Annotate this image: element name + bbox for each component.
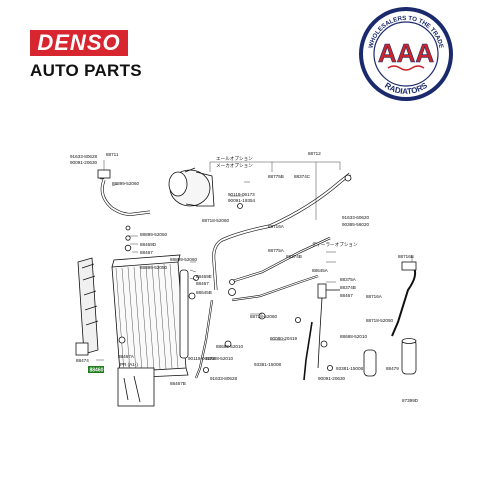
callout-88460: 88460 xyxy=(90,368,104,374)
callout-88645a: 88645A xyxy=(312,268,329,273)
denso-subtitle: AUTO PARTS xyxy=(30,61,142,80)
callout-90119-06173-b: 90119-06173 xyxy=(188,356,215,361)
callout-88718-52060: 88718-52060 xyxy=(202,218,230,223)
callout-88899-52050-b: 88899-52050 xyxy=(140,265,168,270)
callout-88775a: 88775A xyxy=(268,248,285,253)
fitting-88645b xyxy=(228,288,236,296)
callout-88718-52060-b: 88718-52060 xyxy=(250,314,278,319)
callout-88467b: 88467B xyxy=(170,381,186,386)
leader-lines xyxy=(96,160,413,361)
callout-91633-80628: 91633-80628 xyxy=(70,154,98,159)
rear-pipe-88716a xyxy=(303,321,313,381)
callout-90091-20630-b: 90091-20630 xyxy=(318,376,346,381)
cooler-pipe-88775a xyxy=(231,274,319,302)
aaa-radiators-logo: WHOLESALERS TO THE TRADE RADIATORS AAA xyxy=(359,7,453,101)
denso-logo: DENSO AUTO PARTS xyxy=(30,30,142,81)
callout-88469d: 88469D xyxy=(140,242,157,247)
callout-90119-06173: 90119-06173 xyxy=(228,192,255,197)
highlight-88460 xyxy=(88,366,104,373)
callout-88374c: 88374C xyxy=(294,174,311,179)
callout-88645b: 88645B xyxy=(196,290,212,295)
callout-88718-52050: 88718-52050 xyxy=(366,318,394,323)
compressor xyxy=(168,167,215,207)
callout-88467-c: 88467 xyxy=(340,293,353,298)
callout-88775b: 88775B xyxy=(268,174,284,179)
discharge-pipe-lower xyxy=(194,299,214,379)
callout-88375a: 88375A xyxy=(340,277,357,282)
callout-88467-a: 88467 xyxy=(140,250,153,255)
callout-88899-52050: 88899-52050 xyxy=(140,232,168,237)
callout-91633-80628-b: 91633-80628 xyxy=(210,376,238,381)
figure-code: 87399D xyxy=(402,398,419,403)
callout-88374b-2: 88374B xyxy=(340,285,356,290)
rear-hose-88716b xyxy=(391,267,417,337)
callout-90080-20419: 90080-20419 xyxy=(270,336,298,341)
callout-note-jp1: エールオプション xyxy=(216,156,253,162)
callout-88711: 88711 xyxy=(106,152,119,157)
car-swoosh-icon xyxy=(387,65,425,71)
callout-88712: 88712 xyxy=(308,151,321,156)
callout-93381-15008: 93381-15008 xyxy=(254,362,282,367)
callout-88467-b: 88467 xyxy=(196,281,209,286)
receiver-dryer xyxy=(179,269,189,359)
denso-wordmark: DENSO xyxy=(30,30,128,56)
callout-88688-52010-c: 88688-52010 xyxy=(206,356,234,361)
condenser-core xyxy=(111,254,189,379)
part-callouts: 88711 91633-80628 90091-20630 88899-5206… xyxy=(70,151,419,403)
callout-90385-56020: 90385-56020 xyxy=(342,222,370,227)
side-seal-88474 xyxy=(75,257,99,356)
callout-note-jp2: メーカオプション xyxy=(216,163,253,169)
callout-88374b: 88374B xyxy=(286,254,302,259)
callout-88469e: 88469E xyxy=(196,274,212,279)
callout-88899-52060: 88899-52060 xyxy=(112,181,140,186)
aaa-inner-ring xyxy=(373,21,439,87)
callout-88474: 88474 xyxy=(76,358,89,363)
callout-90091-20630: 90091-20630 xyxy=(70,160,98,165)
callout-88688-52010-a: 88688-52010 xyxy=(216,344,244,349)
receiver-cylinder-88479 xyxy=(363,338,417,377)
callout-88479: 88479 xyxy=(386,366,399,371)
pr-inset-box xyxy=(117,367,155,407)
callout-91633-60620: 91633-60620 xyxy=(342,215,370,220)
callout-88716a: 88716A xyxy=(268,224,285,229)
callout-93381-15008-b: 93381-15008 xyxy=(336,366,364,371)
aaa-wordmark: AAA xyxy=(378,38,435,68)
callout-88688-52010-b: 88688-52010 xyxy=(340,334,368,339)
callout-90091-19354: 90091-19354 xyxy=(228,198,256,203)
rear-cooler-valve-88645 xyxy=(317,283,340,369)
callout-88716a-2: 88716A xyxy=(366,294,383,299)
callout-88899-52060-b: 88899-52060 xyxy=(170,257,198,262)
callout-pr-a1: PR (A1-) xyxy=(120,362,138,367)
callout-dealer-option-jp: ディーラーオプション xyxy=(312,241,358,248)
callout-88467a: 88467A xyxy=(118,354,135,359)
callout-88716b: 88716B xyxy=(398,254,414,259)
